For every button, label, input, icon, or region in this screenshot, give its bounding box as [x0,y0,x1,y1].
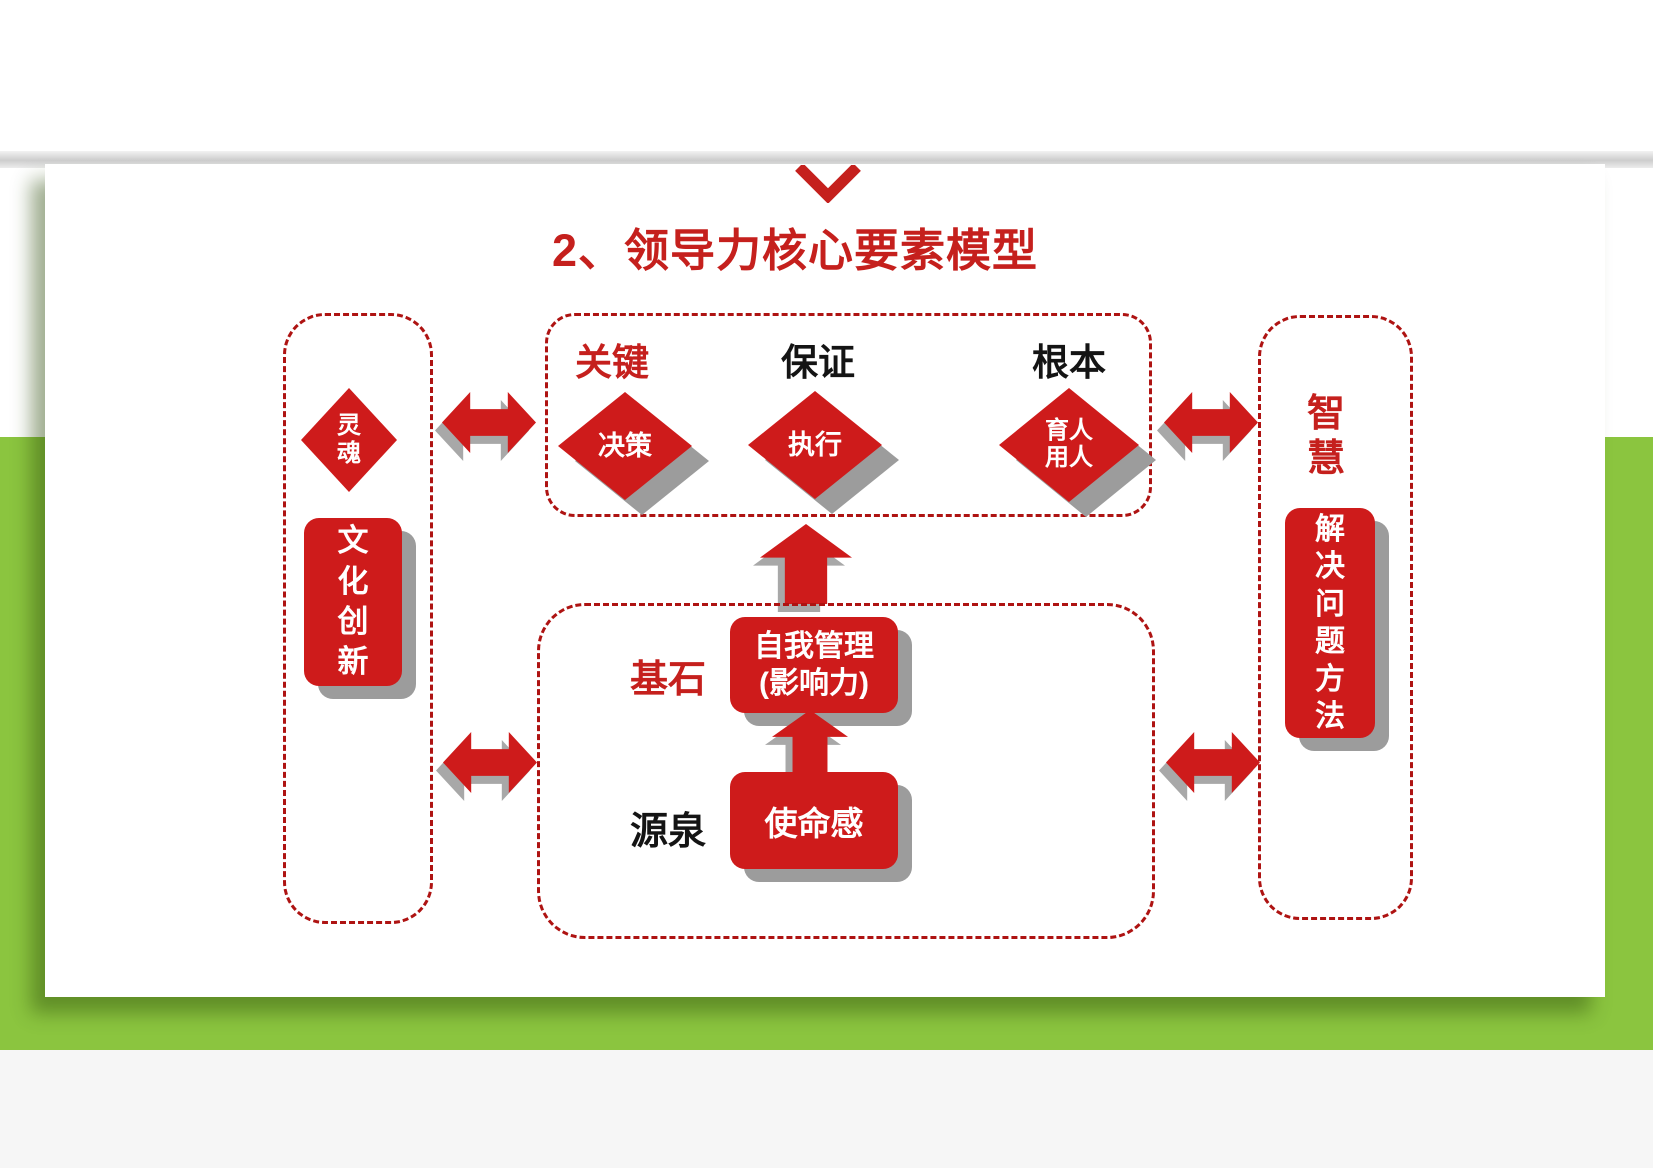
diamond-decision: 决策 [558,392,709,515]
up-arrow-bottom-to-top [753,524,852,612]
diamond-people: 育人 用人 [999,388,1156,517]
diamond-soul: 灵魂 [301,388,397,492]
box-mission: 使命感 [730,772,912,882]
diamond-soul-face: 灵魂 [301,388,397,492]
box-culture: 文化创新 [304,518,416,699]
top-panel [545,313,1152,517]
bottom-panel [537,603,1155,939]
box-culture-label: 文化创新 [337,523,369,680]
diamond-decision-label: 决策 [598,430,652,461]
label-root: 根本 [1032,342,1106,383]
box-method: 解决问题方法 [1285,508,1389,751]
diamond-people-label: 育人 用人 [1045,417,1093,471]
box-culture-face: 文化创新 [304,518,402,686]
label-source: 源泉 [629,811,706,853]
left-panel [283,313,433,924]
box-self-management-label: 自我管理 (影响力) [754,629,874,701]
box-self-management: 自我管理 (影响力) [730,617,912,726]
label-key: 关键 [575,342,649,383]
diamond-soul-label: 灵魂 [336,412,361,467]
label-wisdom: 智慧 [1300,392,1352,482]
label-cornerstone: 基石 [629,659,706,701]
diamond-execution-label: 执行 [788,429,842,460]
double-arrow-left-top [435,392,536,461]
box-self-management-face: 自我管理 (影响力) [730,617,898,713]
box-method-label: 解决问题方法 [1315,512,1345,734]
label-wisdom-text: 智慧 [1306,393,1345,480]
page-title: 2、领导力核心要素模型 [551,225,1039,276]
up-arrow-mission-to-self [765,710,848,782]
background-bottom-strip [0,1050,1653,1168]
box-mission-face: 使命感 [730,772,898,869]
box-method-face: 解决问题方法 [1285,508,1375,738]
slide-top-edge-shadow [0,151,1653,168]
chevron-down-icon [795,165,861,203]
diamond-execution: 执行 [748,391,899,514]
double-arrow-right-bottom [1159,732,1260,801]
box-mission-label: 使命感 [764,804,864,842]
label-guarantee: 保证 [781,342,855,383]
double-arrow-left-bottom [436,732,537,801]
double-arrow-right-top [1157,392,1258,461]
right-panel [1258,315,1413,920]
